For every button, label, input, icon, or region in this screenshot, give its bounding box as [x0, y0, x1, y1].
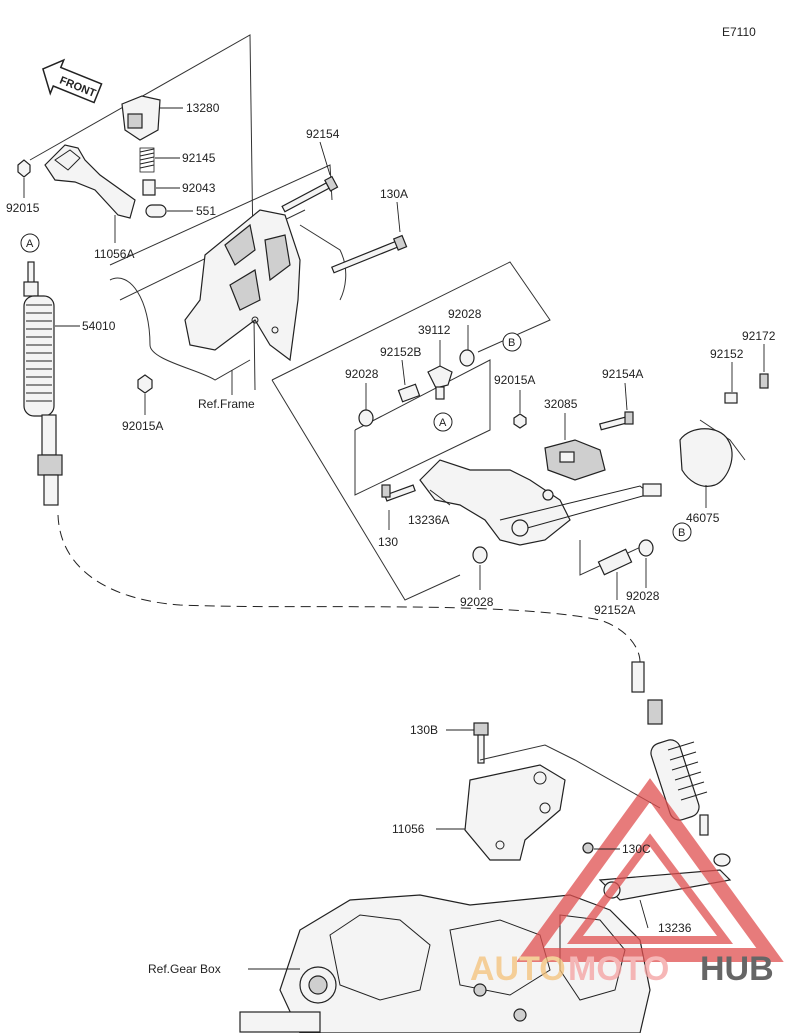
label-92152: 92152	[710, 347, 744, 361]
label-13236: 13236	[658, 921, 692, 935]
label-46075: 46075	[686, 511, 720, 525]
callout-a-lever: A	[433, 412, 453, 432]
label-92028-right: 92028	[626, 589, 660, 603]
watermark: AUTO MOTO HUB	[470, 778, 784, 988]
label-92152b: 92152B	[380, 345, 421, 359]
watermark-moto: MOTO	[568, 950, 669, 988]
label-92154a: 92154A	[602, 367, 643, 381]
label-11056: 11056	[392, 822, 425, 836]
watermark-hub: HUB	[700, 950, 774, 988]
watermark-auto: AUTO	[470, 950, 566, 988]
svg-text:A: A	[26, 238, 34, 250]
callout-b-lower: B	[672, 522, 692, 542]
label-92015: 92015	[6, 201, 40, 215]
label-ref-gear-box: Ref.Gear Box	[148, 962, 221, 976]
svg-text:B: B	[678, 527, 685, 539]
label-130c: 130C	[622, 842, 651, 856]
leader-lines	[23, 107, 765, 970]
watermark-triangle-icon	[516, 778, 784, 962]
label-92145: 92145	[182, 151, 216, 165]
part-labels: 13280 92145 92043 551 92015 11056A 92154…	[6, 101, 776, 976]
label-130a: 130A	[380, 187, 408, 201]
shift-cable	[23, 261, 731, 867]
label-92043: 92043	[182, 181, 216, 195]
label-13236a: 13236A	[408, 513, 449, 527]
label-32085: 32085	[544, 397, 578, 411]
frame-section	[17, 34, 408, 394]
label-92028-top: 92028	[448, 307, 482, 321]
label-92172: 92172	[742, 329, 776, 343]
label-92015a-left: 92015A	[122, 419, 163, 433]
label-130b: 130B	[410, 723, 438, 737]
label-11056a: 11056A	[94, 247, 134, 261]
front-arrow-icon: FRONT	[42, 58, 103, 104]
label-130: 130	[378, 535, 398, 549]
gearbox-section	[239, 722, 732, 1033]
label-92015a-right: 92015A	[494, 373, 535, 387]
label-92152a: 92152A	[594, 603, 635, 617]
callout-a-top: A	[20, 233, 40, 253]
label-ref-frame: Ref.Frame	[198, 397, 255, 411]
svg-text:A: A	[439, 417, 447, 429]
diagram-code: E7110	[722, 25, 756, 39]
shift-lever-assembly	[271, 261, 769, 601]
label-92028-left: 92028	[345, 367, 379, 381]
label-13280: 13280	[186, 101, 220, 115]
label-54010: 54010	[82, 319, 116, 333]
svg-text:B: B	[508, 337, 515, 349]
label-39112: 39112	[418, 323, 451, 337]
callout-b-upper: B	[502, 332, 522, 352]
label-92028-bottom: 92028	[460, 595, 494, 609]
label-551: 551	[196, 204, 216, 218]
label-92154: 92154	[306, 127, 340, 141]
